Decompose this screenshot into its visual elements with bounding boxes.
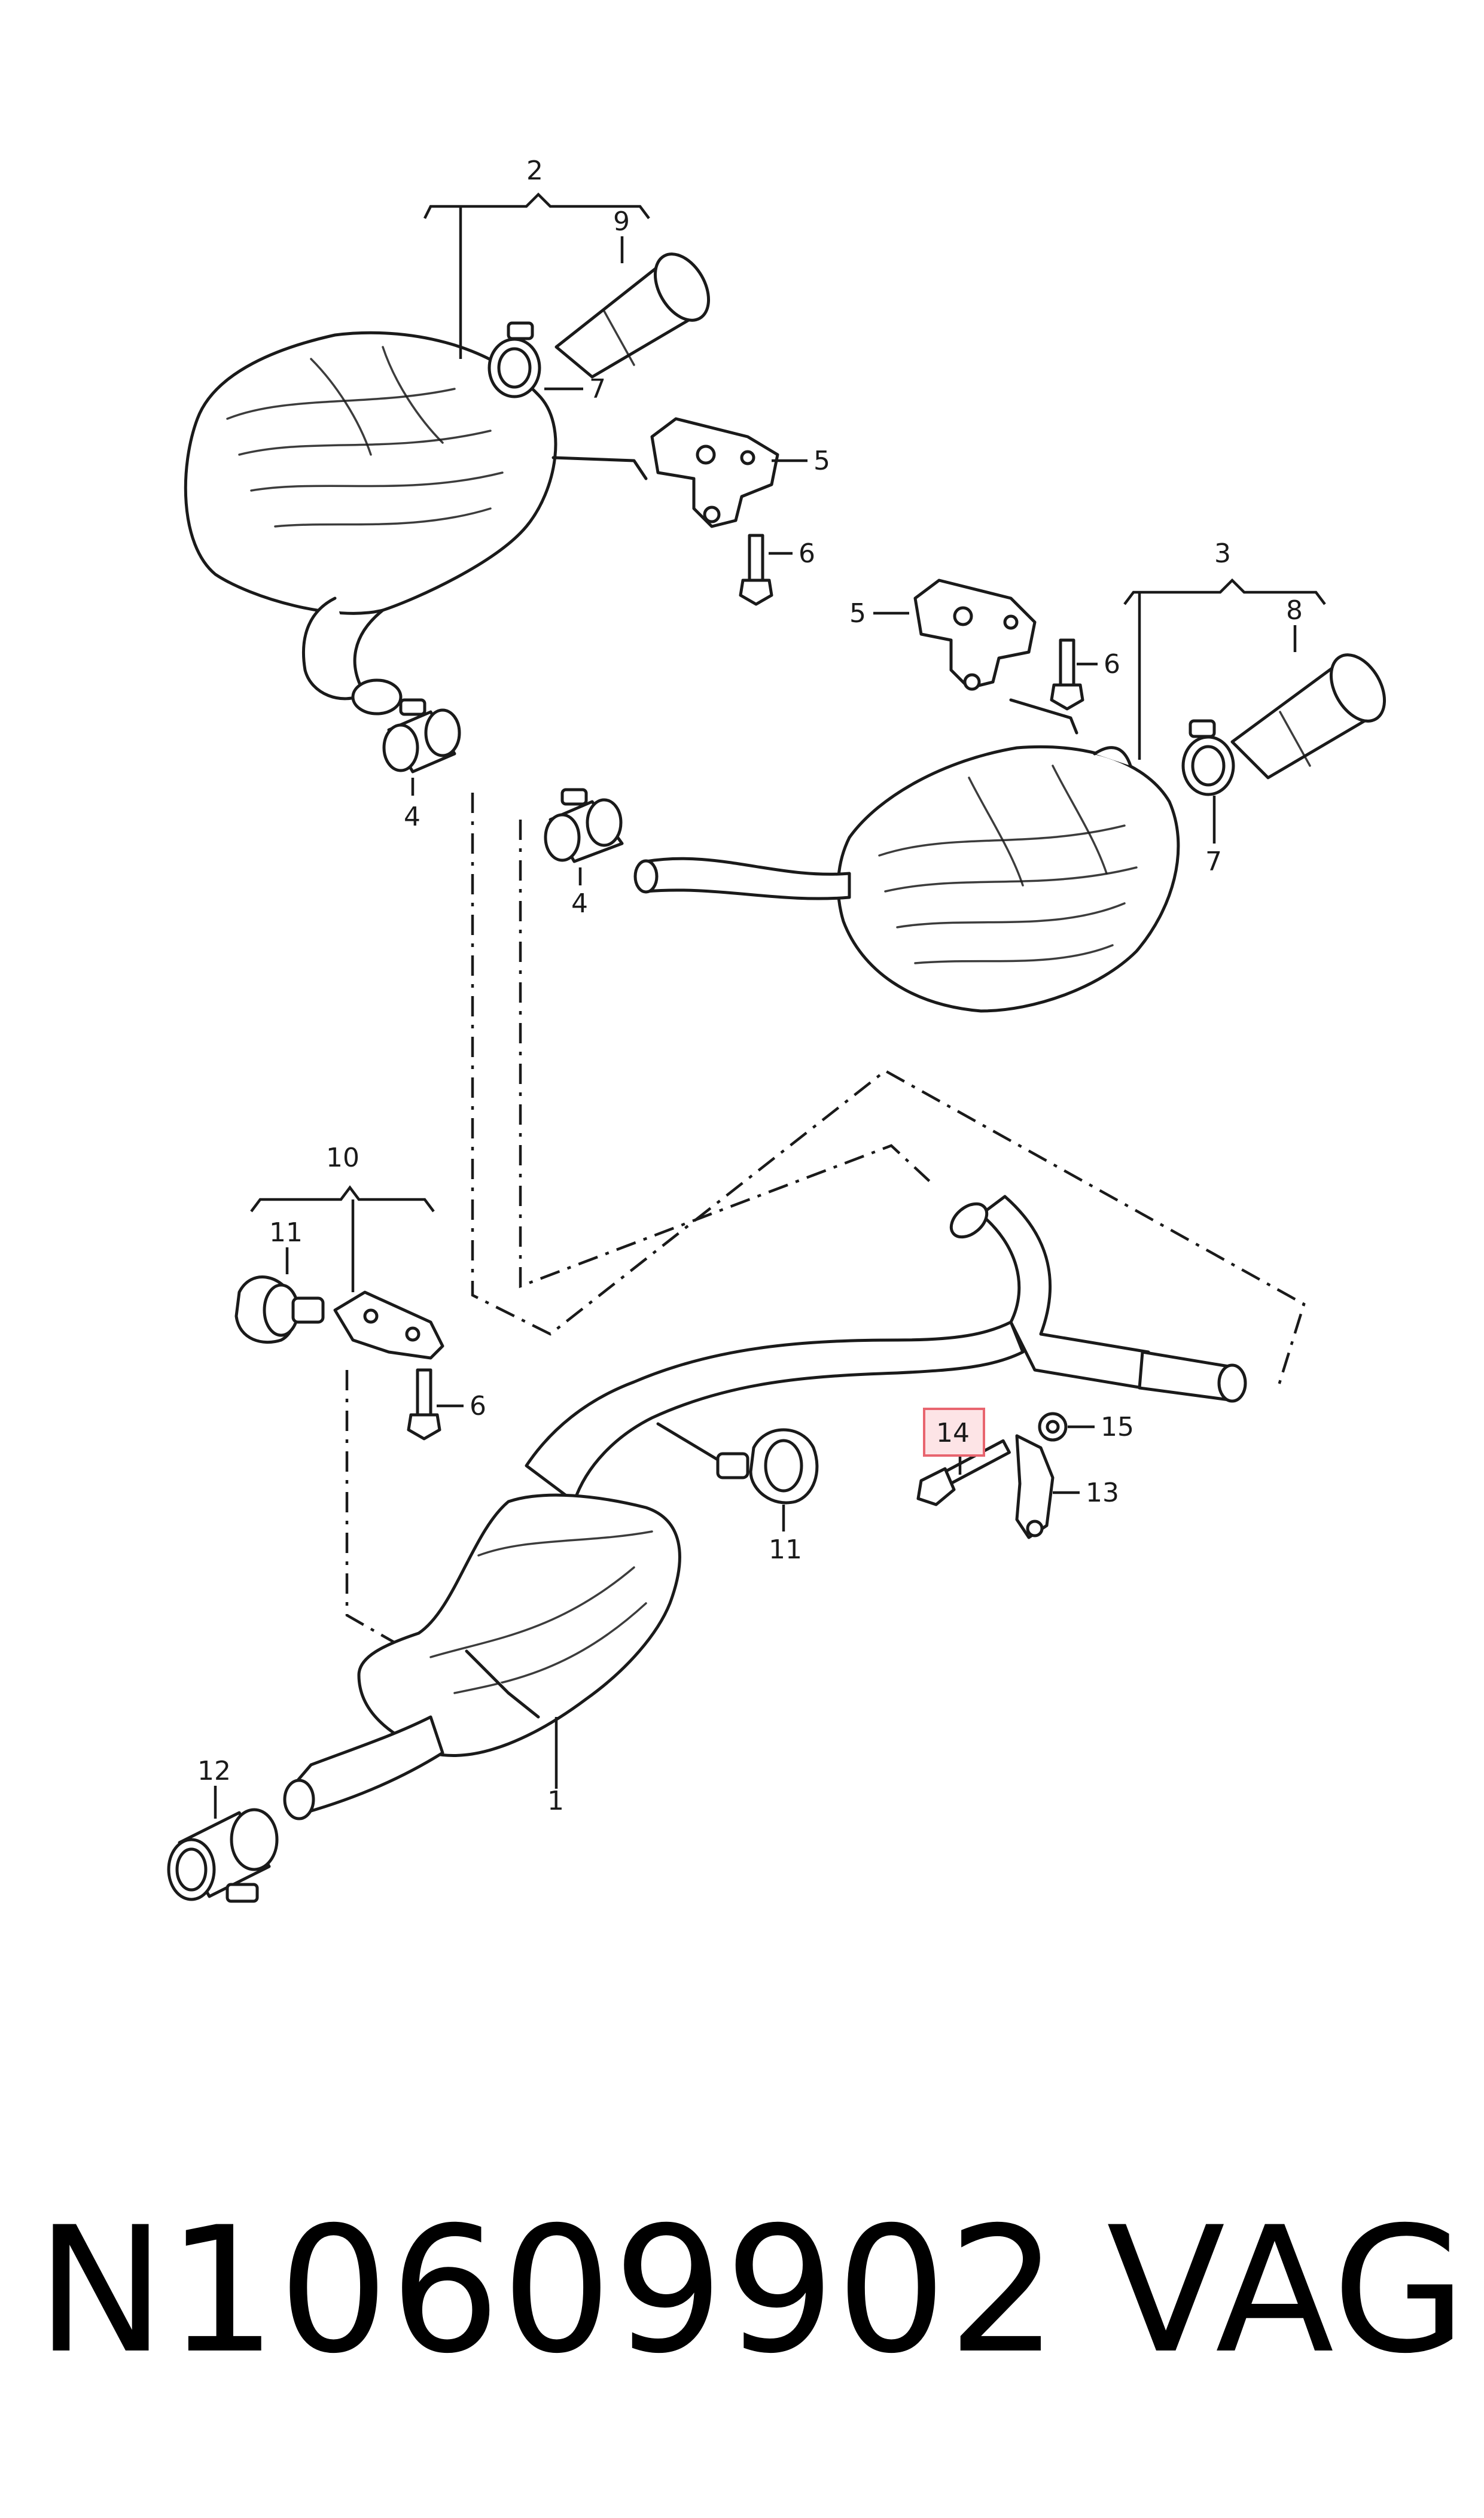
callout-14: 14 xyxy=(936,1418,970,1448)
callout-2: 2 xyxy=(526,156,543,186)
callout-10: 10 xyxy=(326,1143,359,1173)
rubber-hanger-left xyxy=(234,1275,325,1344)
bracket-right xyxy=(913,578,1078,735)
clamp-12 xyxy=(167,1808,279,1903)
callout-5: 5 xyxy=(849,598,866,629)
part-number: N10609902 xyxy=(36,2190,1059,2392)
rubber-hanger-center xyxy=(656,1422,819,1505)
callout-7: 7 xyxy=(589,374,606,404)
callout-6: 6 xyxy=(470,1391,486,1421)
footer: N10609902 VAG xyxy=(0,2166,1484,2417)
bolt-right xyxy=(1050,638,1084,711)
assembly-dash-lines xyxy=(345,793,1306,1664)
callout-4: 4 xyxy=(571,888,588,919)
rear-muffler-left xyxy=(184,331,648,715)
bolt-bottom xyxy=(407,1368,441,1441)
leader-lines xyxy=(214,192,1326,1819)
middle-pipe-assembly xyxy=(525,1195,1247,1503)
callout-13: 13 xyxy=(1086,1478,1119,1508)
bolt-top xyxy=(739,534,773,606)
center-muffler xyxy=(357,1493,681,1757)
callout-15: 15 xyxy=(1101,1412,1134,1442)
rear-muffler-right xyxy=(633,745,1180,1013)
callout-11: 11 xyxy=(269,1217,303,1248)
callout-labels: 2 9 7 5 6 3 8 5 6 4 7 4 10 11 6 14 15 13… xyxy=(197,156,1303,1816)
highlight-box xyxy=(923,1408,985,1457)
bracket-top xyxy=(650,417,779,528)
clamp-4-right xyxy=(544,788,624,863)
exhaust-parts-diagram: 2 9 7 5 6 3 8 5 6 4 7 4 10 11 6 14 15 13… xyxy=(167,156,1387,1903)
callout-7: 7 xyxy=(1205,847,1222,877)
callout-9: 9 xyxy=(613,206,630,237)
callout-8: 8 xyxy=(1286,595,1303,626)
tail-pipe-right xyxy=(1230,653,1387,780)
callout-6: 6 xyxy=(1104,649,1120,680)
clamp-left xyxy=(487,321,541,398)
callout-12: 12 xyxy=(197,1756,231,1786)
callout-5: 5 xyxy=(813,446,830,476)
callout-3: 3 xyxy=(1214,538,1231,569)
callout-4: 4 xyxy=(404,802,420,832)
nut-15 xyxy=(1038,1412,1068,1442)
tail-pipe-left xyxy=(554,252,711,379)
callout-6: 6 xyxy=(799,538,815,569)
bracket-10 xyxy=(333,1290,444,1360)
clamp-right xyxy=(1181,719,1235,796)
callout-11: 11 xyxy=(769,1534,802,1565)
front-pipe xyxy=(283,1715,444,1820)
brand-name: VAG xyxy=(1107,2190,1468,2392)
clamp-4-left xyxy=(382,698,461,774)
bracket-13 xyxy=(1015,1434,1055,1539)
callout-1: 1 xyxy=(547,1786,564,1816)
